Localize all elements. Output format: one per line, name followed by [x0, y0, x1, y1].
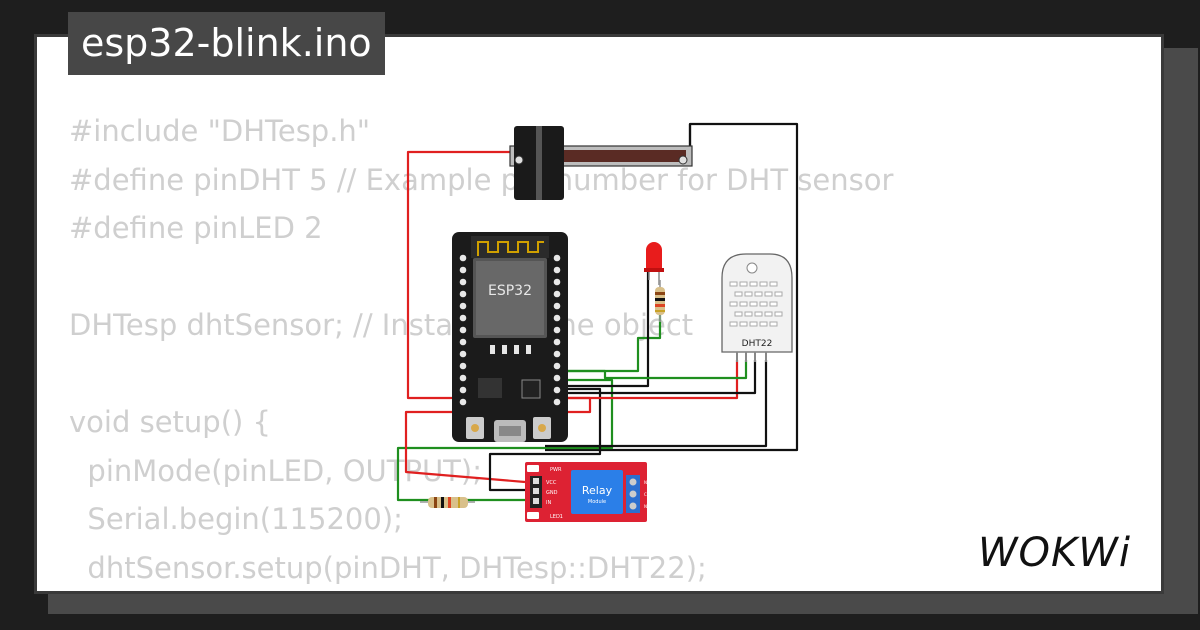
slide-potentiometer[interactable]	[509, 126, 693, 200]
esp32-board[interactable]: ESP32	[452, 232, 568, 442]
wire-red-dht	[566, 360, 739, 400]
dht22-sensor[interactable]: DHT22	[721, 253, 793, 362]
wire-black-dht-gnd	[545, 360, 768, 448]
relay-term-nc: NC	[644, 480, 650, 485]
dht22-label: DHT22	[742, 339, 773, 349]
code-line: Serial.begin(115200);	[69, 502, 403, 536]
relay-pin-in: IN	[546, 500, 551, 506]
wokwi-logo: WOKWi	[978, 530, 1131, 576]
code-line: void setup() {	[69, 405, 271, 439]
code-line: #define pinDHT 5 // Example pin number f…	[69, 162, 894, 197]
wokwi-logo-text: WOKWi	[978, 530, 1131, 576]
file-title: esp32-blink.ino	[68, 12, 385, 75]
wire-black-led	[566, 270, 650, 388]
code-line: pinMode(pinLED, OUTPUT);	[69, 453, 482, 488]
relay-pwr-label: PWR	[550, 467, 562, 473]
relay-led-label: LED1	[550, 514, 563, 520]
relay-term-no: NO	[644, 504, 650, 509]
preview-card: #include "DHTesp.h" #define pinDHT 5 // …	[34, 34, 1164, 594]
wires	[396, 122, 799, 502]
resistor-led[interactable]	[655, 280, 665, 322]
wire-green-relay-in	[396, 378, 614, 502]
relay-pin-vcc: VCC	[546, 480, 557, 486]
red-led[interactable]	[644, 242, 664, 285]
wire-black-relay-gnd	[488, 387, 602, 492]
relay-label: Relay	[582, 484, 613, 497]
wire-green-led	[566, 315, 662, 373]
relay-sublabel: Module	[588, 499, 606, 505]
relay-module[interactable]: PWR LED1 VCC GND IN Relay Module NC COM …	[525, 462, 654, 522]
code-line: dhtSensor.setup(pinDHT, DHTesp::DHT22);	[69, 550, 707, 585]
relay-pin-gnd: GND	[546, 490, 558, 496]
esp32-label: ESP32	[488, 283, 532, 299]
wire-red-slider	[406, 150, 510, 400]
code-line: #include "DHTesp.h"	[69, 114, 371, 148]
wire-green-dht	[566, 360, 748, 380]
code-preview: #include "DHTesp.h" #define pinDHT 5 // …	[69, 107, 894, 591]
code-line: #define pinLED 2	[69, 211, 323, 245]
wire-black-dht	[566, 360, 757, 395]
relay-term-com: COM	[644, 492, 654, 497]
resistor-relay[interactable]	[420, 497, 475, 508]
